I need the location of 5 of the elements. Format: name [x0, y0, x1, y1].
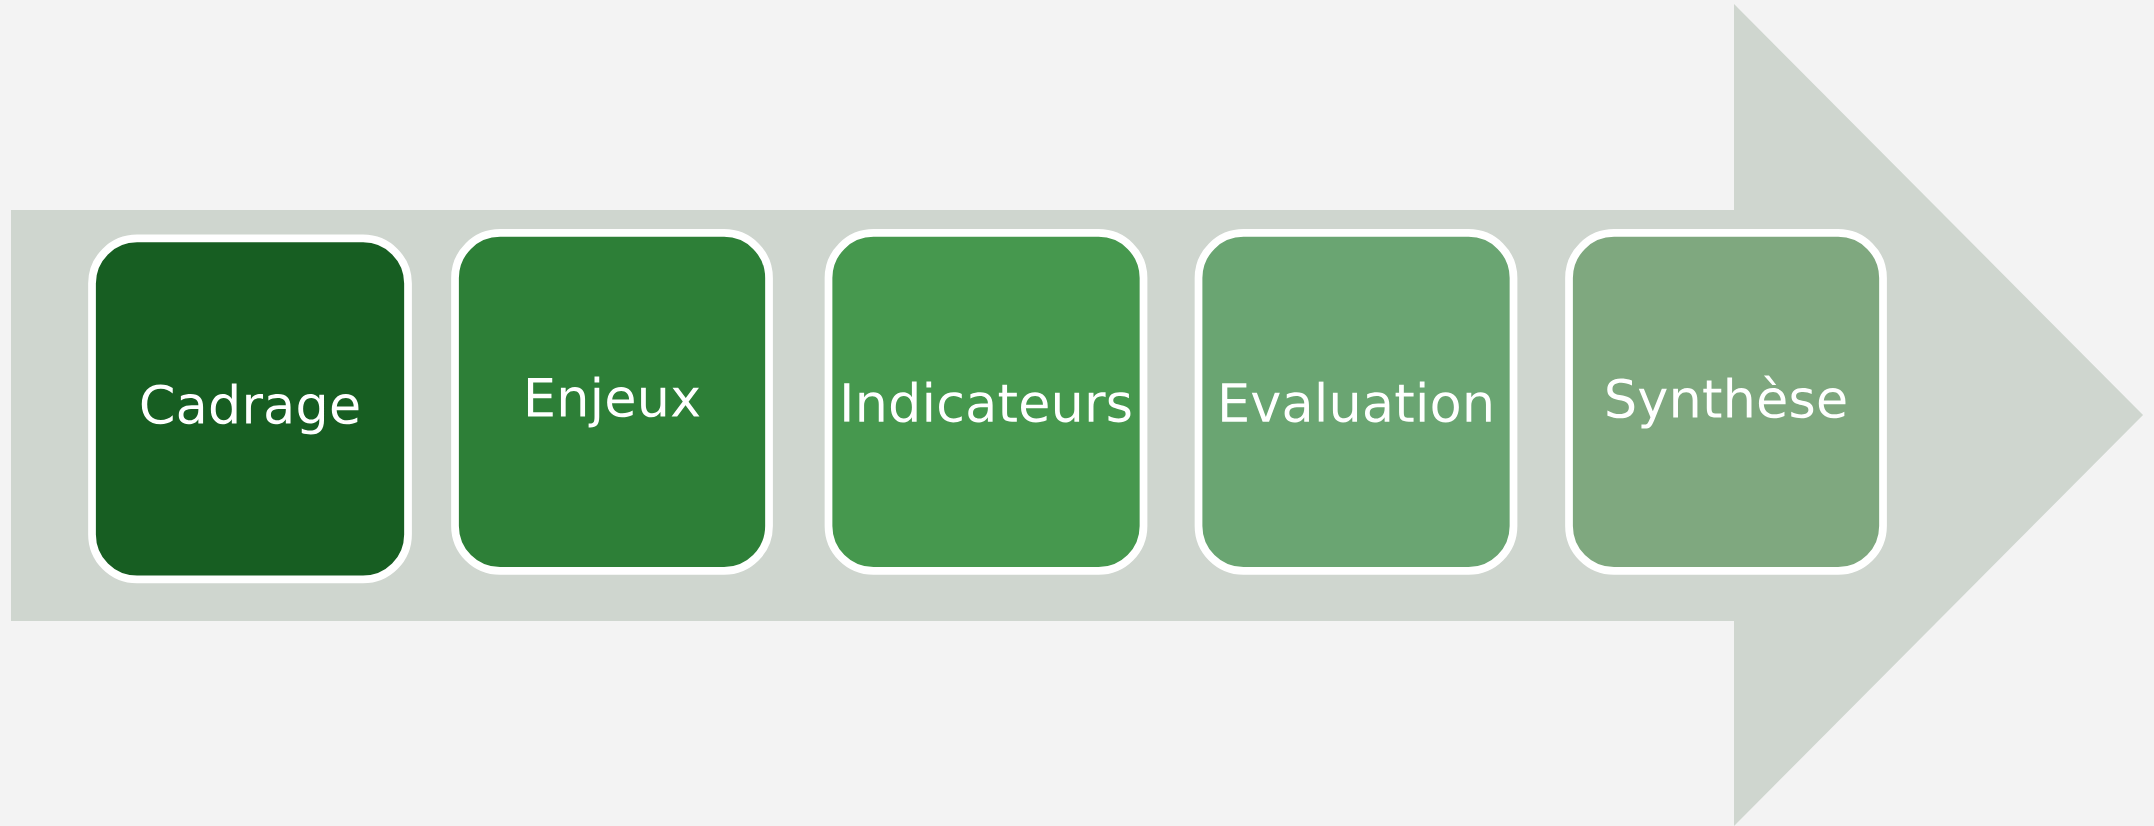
- step-box: Synthèse: [1565, 229, 1887, 575]
- step-box: Cadrage: [88, 234, 412, 584]
- step-box: Enjeux: [451, 229, 773, 575]
- step-box: Evaluation: [1194, 229, 1518, 575]
- step-box: Indicateurs: [824, 229, 1148, 575]
